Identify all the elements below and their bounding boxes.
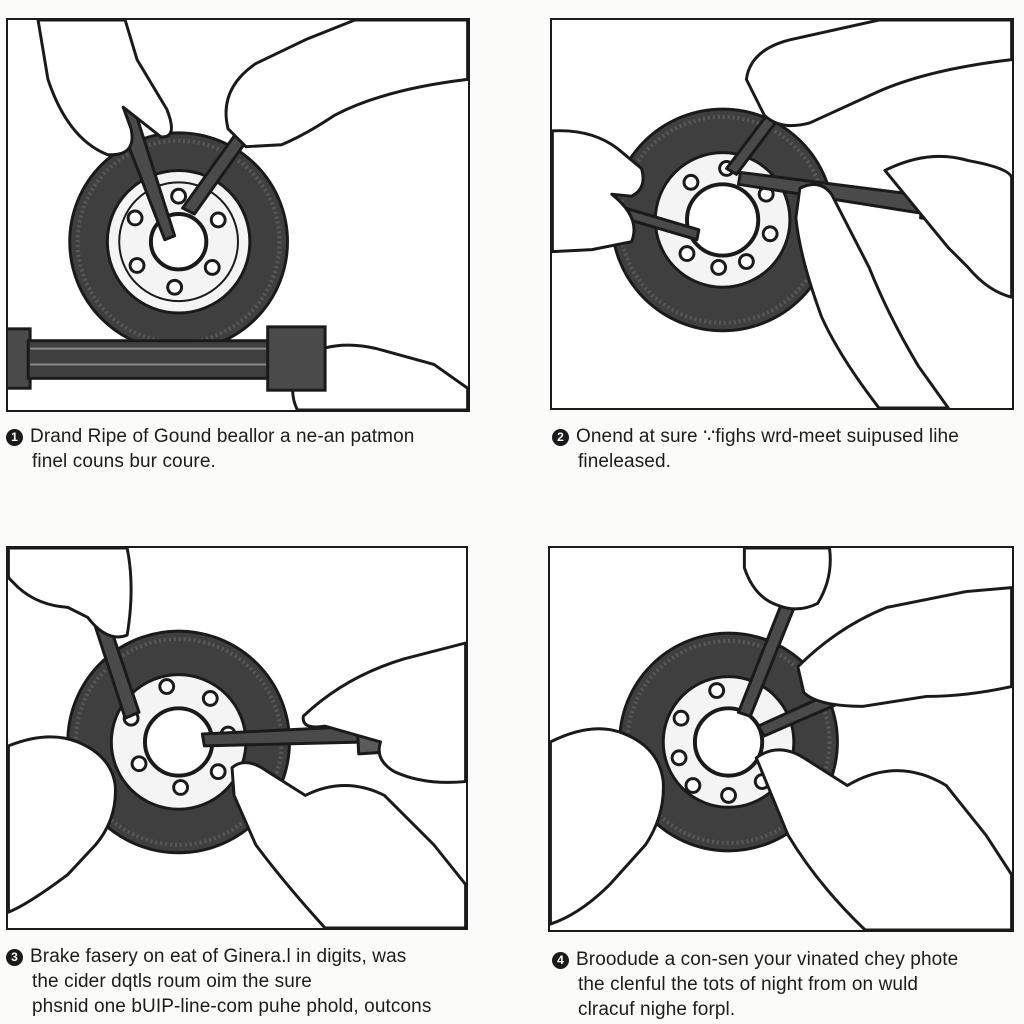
wheel-repair-drawing bbox=[550, 548, 1012, 930]
step-2-illustration bbox=[550, 18, 1014, 410]
caption-line: finel couns bur coure. bbox=[32, 451, 216, 472]
step-number-badge: 4 bbox=[552, 952, 569, 969]
step-3-caption: 3 Brake fasery on eat of Ginera.l in digi… bbox=[6, 944, 431, 1019]
caption-line: clracuf nighe forpl. bbox=[578, 999, 736, 1020]
step-4-illustration bbox=[548, 546, 1014, 932]
step-number-badge: 1 bbox=[6, 429, 23, 446]
caption-line: the clenful the tots of night from on wu… bbox=[578, 974, 919, 995]
caption-line: fineleased. bbox=[578, 451, 672, 472]
step-1-illustration bbox=[6, 18, 470, 412]
wheel-repair-drawing bbox=[8, 20, 468, 410]
step-2-caption: 2 Onend at sure ∵fighs wrd-meet suipused … bbox=[552, 424, 959, 474]
wheel-repair-drawing bbox=[552, 20, 1012, 408]
caption-line: the cider dqtls roum oim the sure bbox=[32, 971, 312, 992]
caption-line: Drand Ripe of Gound beallor a ne-an patm… bbox=[30, 426, 415, 447]
step-number-badge: 2 bbox=[552, 429, 569, 446]
step-1-caption: 1 Drand Ripe of Gound beallor a ne-an pat… bbox=[6, 424, 414, 474]
caption-line: phsnid one bUIP-line-com puhe phold, out… bbox=[32, 996, 432, 1017]
step-4-caption: 4 Broodude a con-sen your vinated chey ph… bbox=[552, 947, 958, 1022]
caption-line: Brake fasery on eat of Ginera.l in digit… bbox=[30, 946, 407, 967]
step-number-badge: 3 bbox=[6, 949, 23, 966]
wheel-repair-drawing bbox=[8, 548, 466, 928]
caption-line: Broodude a con-sen your vinated chey pho… bbox=[576, 949, 959, 970]
step-3-illustration bbox=[6, 546, 468, 930]
caption-line: Onend at sure ∵fighs wrd-meet suipused l… bbox=[576, 426, 959, 447]
